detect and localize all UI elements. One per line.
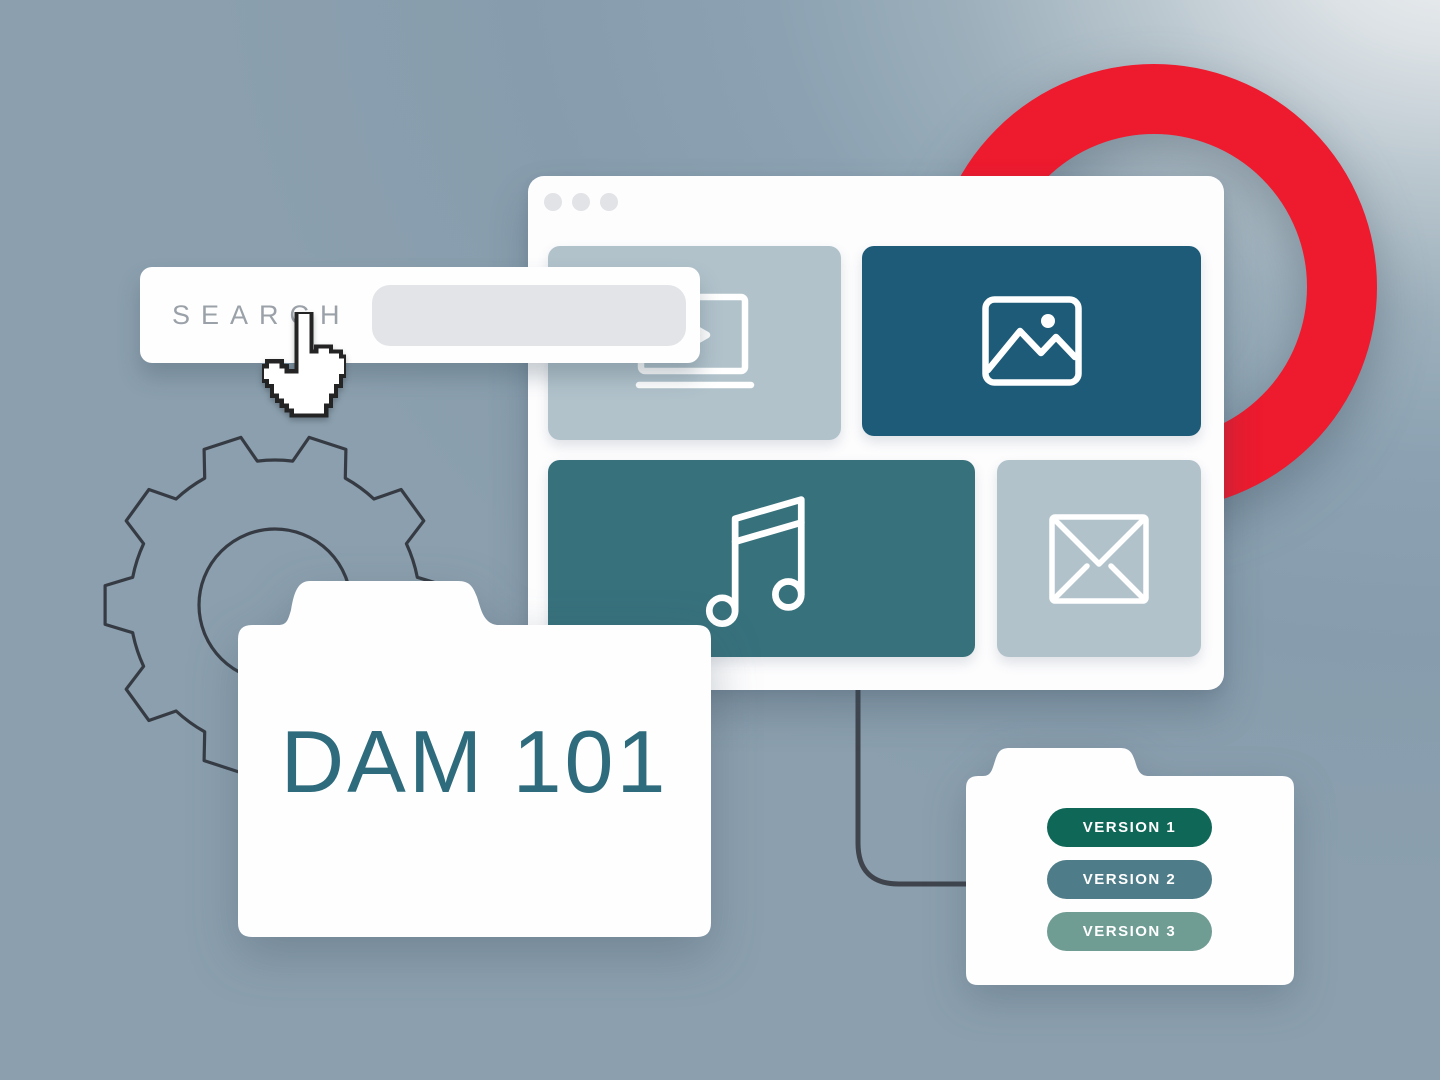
asset-tile-audio[interactable]	[548, 460, 975, 657]
version-list: VERSION 1 VERSION 2 VERSION 3	[1047, 808, 1212, 951]
window-dot-icon	[572, 193, 590, 211]
music-note-icon	[705, 495, 805, 627]
search-bar: SEARCH	[140, 267, 700, 363]
search-input[interactable]	[372, 285, 686, 346]
asset-tile-email[interactable]	[997, 460, 1201, 657]
window-dot-icon	[544, 193, 562, 211]
asset-tile-image[interactable]	[862, 246, 1201, 436]
image-icon	[981, 296, 1082, 386]
main-folder-title: DAM 101	[280, 712, 669, 811]
version-2-button[interactable]: VERSION 2	[1047, 860, 1212, 899]
envelope-icon	[1049, 513, 1149, 604]
hand-pointer-cursor-icon	[262, 312, 346, 418]
window-dot-icon	[600, 193, 618, 211]
main-folder[interactable]	[220, 560, 740, 960]
version-1-button[interactable]: VERSION 1	[1047, 808, 1212, 847]
version-3-button[interactable]: VERSION 3	[1047, 912, 1212, 951]
